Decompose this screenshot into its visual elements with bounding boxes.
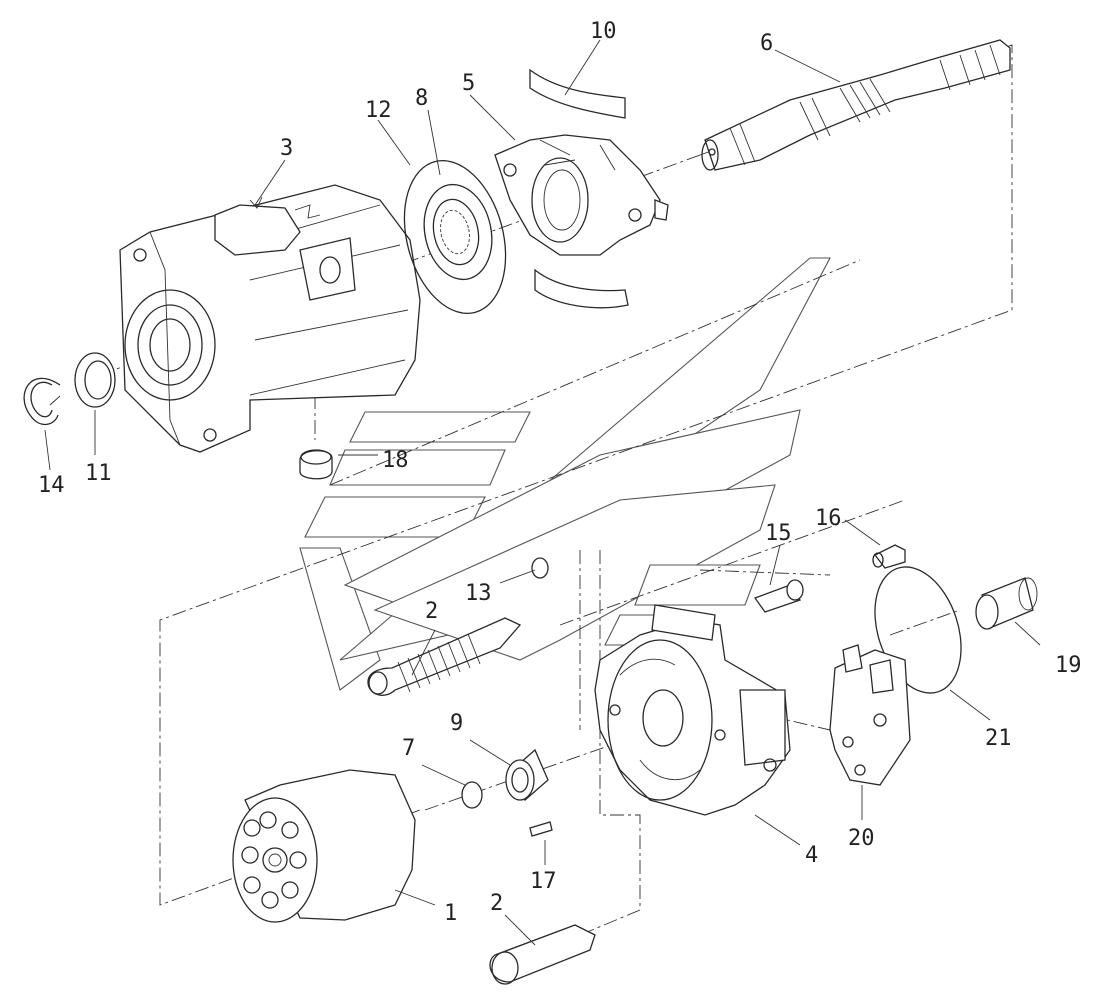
callout-18: 18 <box>382 448 409 473</box>
o-ring-part-13 <box>531 557 549 579</box>
callout-16: 16 <box>815 506 842 531</box>
callout-12: 12 <box>365 98 392 123</box>
yoke-part-5 <box>494 134 669 256</box>
callout-6: 6 <box>760 31 773 56</box>
drive-shaft-part-6 <box>701 39 1011 171</box>
callout-20: 20 <box>848 826 875 851</box>
callout-numbers: 1 2 2 3 4 5 6 7 8 9 10 11 12 13 14 15 16… <box>38 19 1082 926</box>
callout-13: 13 <box>465 581 492 606</box>
valve-block-part-20 <box>829 644 911 786</box>
fitting-part-16 <box>872 544 906 569</box>
callout-2-upper: 2 <box>425 599 438 624</box>
piston-part-2 <box>489 924 596 985</box>
end-cover-part-4 <box>594 604 791 816</box>
callout-7: 7 <box>402 736 415 761</box>
bearing-part-8 <box>423 183 493 281</box>
callout-8: 8 <box>415 86 428 111</box>
bearing-part-9 <box>505 748 549 802</box>
watermark-logo <box>299 257 831 691</box>
leader-lines <box>44 39 1041 946</box>
plug-part-18 <box>299 449 333 480</box>
pin-part-17 <box>529 821 553 837</box>
bearing-shells-part-10 <box>529 68 629 309</box>
bolt-part-15 <box>753 579 804 613</box>
callout-10: 10 <box>590 19 617 44</box>
spring-assembly-part-2 <box>367 617 522 696</box>
callout-14: 14 <box>38 473 65 498</box>
o-ring-part-21 <box>874 566 962 694</box>
cylinder-block-part-1 <box>232 769 416 923</box>
ring-part-7 <box>461 781 483 809</box>
callout-9: 9 <box>450 711 463 736</box>
callout-5: 5 <box>462 71 475 96</box>
shaft-seal-part-11 <box>74 352 116 408</box>
o-ring-part-12 <box>403 159 507 315</box>
needle-bearing-part-19 <box>975 577 1038 630</box>
callout-2-lower: 2 <box>490 891 503 916</box>
callout-15: 15 <box>765 521 792 546</box>
callout-3: 3 <box>280 136 293 161</box>
housing-part-3 <box>119 184 421 453</box>
callout-11: 11 <box>85 461 112 486</box>
snap-ring-part-14 <box>23 377 61 426</box>
callout-21: 21 <box>985 726 1012 751</box>
callout-17: 17 <box>530 869 557 894</box>
callout-1: 1 <box>444 901 457 926</box>
callout-4: 4 <box>805 843 818 868</box>
callout-19: 19 <box>1055 653 1082 678</box>
